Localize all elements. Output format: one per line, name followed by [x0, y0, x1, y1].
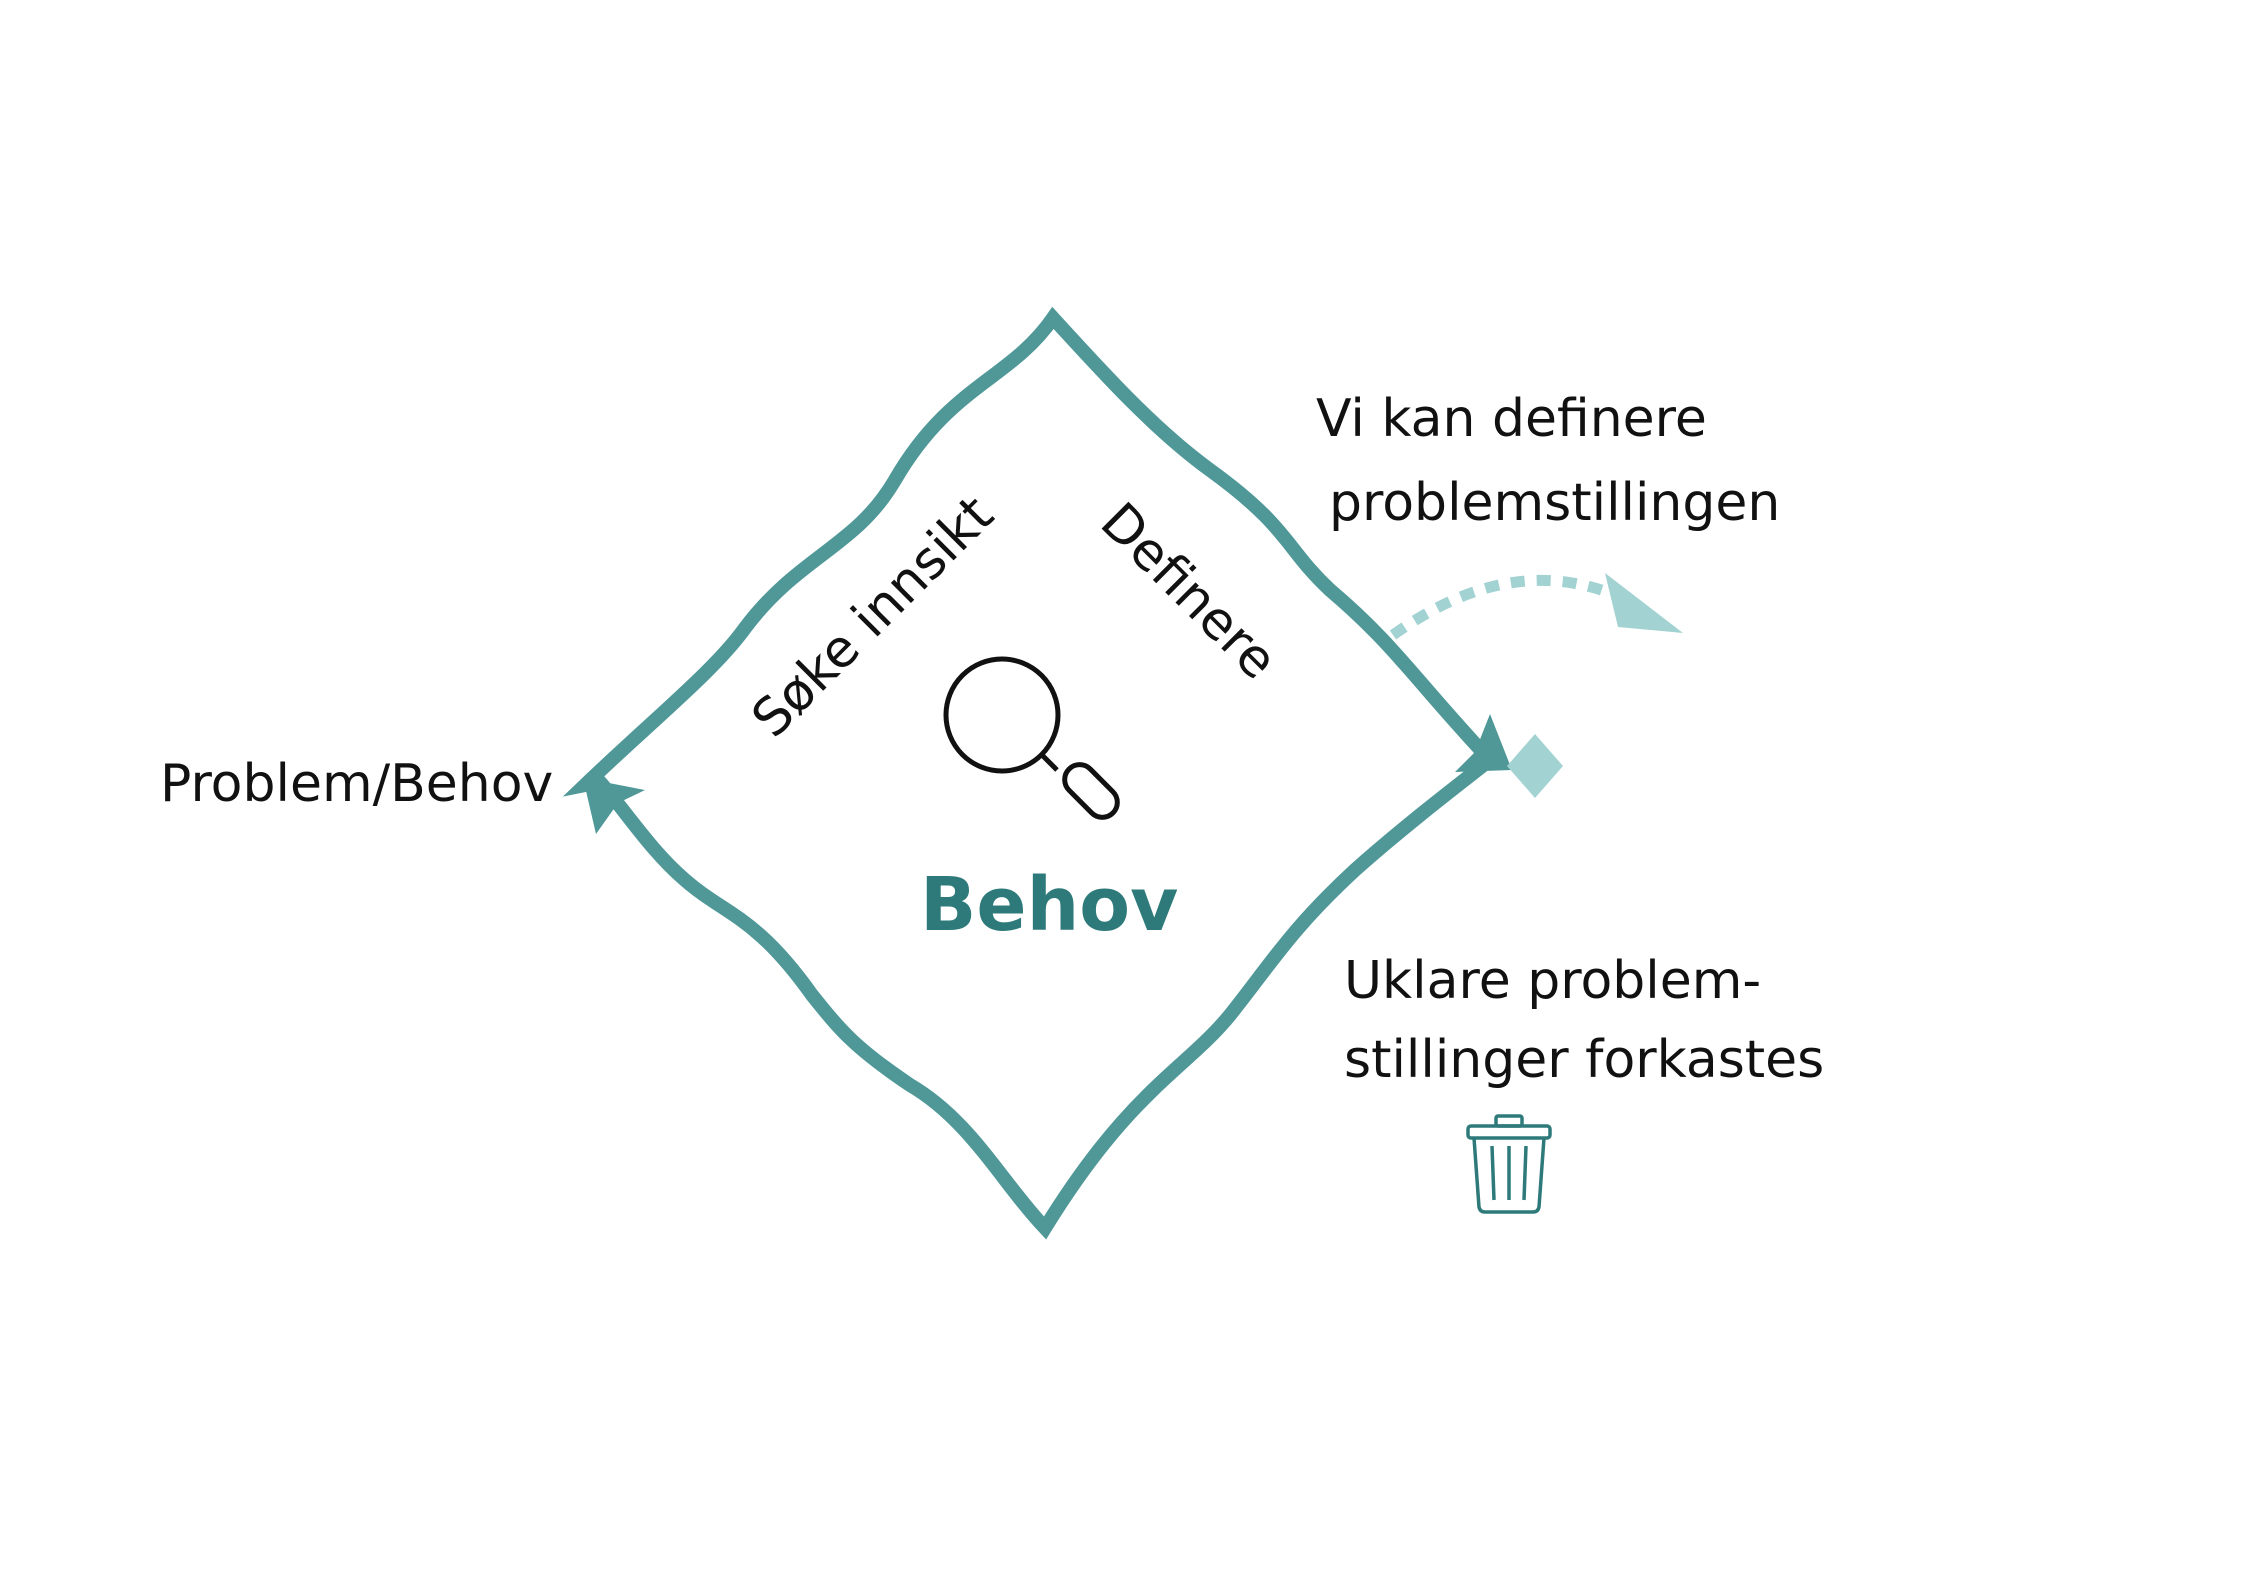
outcome-success-line2: problemstillingen	[1329, 473, 1780, 533]
outcome-success-line1: Vi kan definere	[1316, 389, 1707, 449]
dotted-arrow-icon	[1389, 574, 1623, 640]
right-arrowhead	[1455, 714, 1512, 772]
left-arrowhead	[583, 778, 645, 834]
dotted-arrowhead	[1605, 573, 1683, 633]
outcome-discard-line1: Uklare problem-	[1344, 951, 1761, 1011]
phase-left-label: Søke innsikt	[741, 485, 1005, 749]
diamond-outline	[562, 306, 1501, 1240]
center-title: Behov	[920, 862, 1178, 948]
left-label: Problem/Behov	[160, 754, 553, 814]
phase-right-label: Definere	[1089, 492, 1288, 691]
magnifier-icon	[943, 656, 1120, 820]
trash-can-icon	[1466, 1114, 1552, 1214]
diamond-marker-icon	[1507, 734, 1563, 798]
outcome-discard-line2: stillinger forkastes	[1344, 1030, 1824, 1090]
